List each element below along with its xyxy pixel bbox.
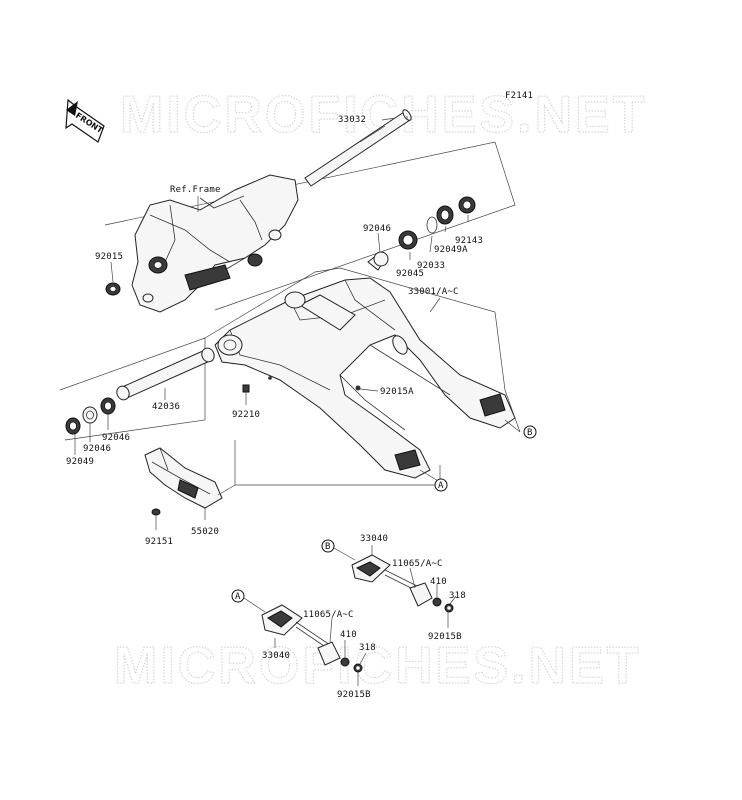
chain-adjuster-b: B (321, 539, 457, 628)
chain-adjuster-a: A (231, 589, 367, 686)
label-55020: 55020 (191, 527, 219, 537)
chain-guard-55020 (144, 447, 236, 520)
callout-b-adjuster: B (321, 539, 335, 553)
label-ref-frame: Ref.Frame (170, 185, 221, 195)
bearing-stack-right (367, 196, 476, 271)
callout-b-swingarm: B (523, 425, 537, 439)
swingarm-outline (204, 267, 521, 486)
figure-code: F2141 (505, 91, 533, 101)
label-33001: 33001/A~C (408, 287, 459, 297)
callout-a-text-2: A (235, 592, 241, 602)
label-92046-left-2: 92046 (102, 433, 130, 443)
label-92033: 92033 (417, 261, 445, 271)
watermark-bottom: MICROFICHES.NET (114, 637, 641, 695)
label-92015b-a: 92015B (337, 690, 371, 700)
label-92045: 92045 (396, 269, 424, 279)
label-11065-b: 11065/A~C (392, 559, 443, 569)
bolt-92210 (242, 384, 250, 405)
collar-42036 (116, 347, 215, 401)
label-33040-a: 33040 (262, 651, 290, 661)
label-33040-b: 33040 (360, 534, 388, 544)
label-92049: 92049 (66, 457, 94, 467)
callout-a-text-1: A (438, 481, 444, 491)
label-92151: 92151 (145, 537, 173, 547)
label-92046-left-1: 92046 (83, 444, 111, 454)
label-42036: 42036 (152, 402, 180, 412)
label-11065-a: 11065/A~C (303, 610, 354, 620)
label-318-a: 318 (359, 643, 376, 653)
callout-a-adjuster: A (231, 589, 245, 603)
callout-b-text-2: B (325, 542, 331, 552)
label-92143: 92143 (455, 236, 483, 246)
swingarm-33001 (214, 277, 516, 479)
screw-92151 (151, 508, 161, 530)
callout-a-swingarm: A (434, 478, 448, 492)
frame-reference (131, 174, 299, 313)
label-92049a: 92049A (434, 245, 468, 255)
label-410-a: 410 (340, 630, 357, 640)
pivot-shaft-33032 (304, 109, 412, 187)
label-92210: 92210 (232, 410, 260, 420)
pivot-group-box (59, 141, 516, 441)
callout-b-text-1: B (527, 428, 533, 438)
bearing-stack-left (65, 397, 116, 455)
label-33032: 33032 (338, 115, 366, 125)
label-92046-top: 92046 (363, 224, 391, 234)
label-92015: 92015 (95, 252, 123, 262)
label-92015a: 92015A (380, 387, 414, 397)
front-arrow-icon: FRONT (65, 98, 105, 143)
label-410-b: 410 (430, 577, 447, 587)
label-318-b: 318 (449, 591, 466, 601)
nut-92015 (105, 261, 121, 296)
label-92015b-b: 92015B (428, 632, 462, 642)
